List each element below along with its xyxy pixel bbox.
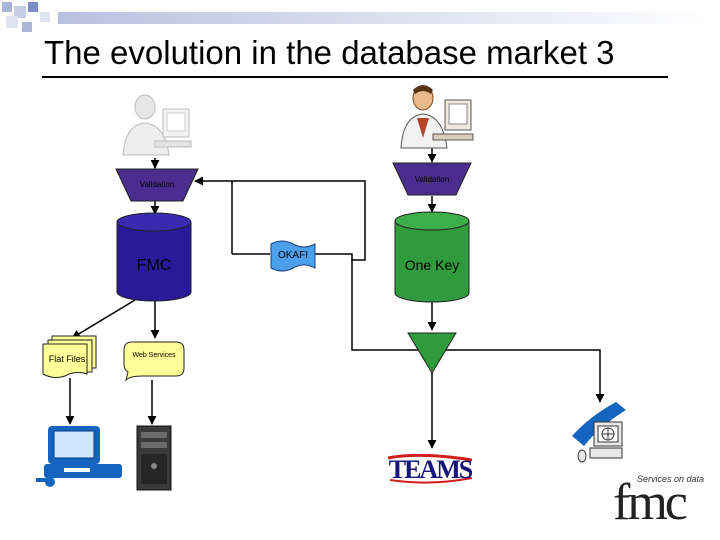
server-tower-icon: [136, 425, 172, 491]
corner-squares-decoration: [2, 2, 50, 32]
validation-label-right: Validation: [414, 175, 450, 184]
flat-files-icon: [42, 335, 97, 379]
okafi-tape-icon: [270, 240, 316, 272]
teams-logo: [387, 453, 473, 484]
header-band: [58, 12, 718, 24]
teams-logo-text: TEAMS: [388, 455, 473, 484]
person-at-desk-icon: [400, 85, 474, 149]
slide-title: The evolution in the database market 3: [44, 34, 615, 71]
flat-files-label: Flat Files: [48, 354, 86, 364]
web-services-shape: [123, 341, 185, 382]
distribution-triangle-shape: [407, 332, 457, 374]
person-at-desk-icon: [122, 94, 192, 156]
fmc-database-label: FMC: [136, 257, 172, 274]
validation-label-left: Validation: [139, 180, 175, 189]
fmc-database-icon: [116, 212, 192, 302]
validation-shape-left: [115, 168, 199, 202]
fmc-logo-text: fmc: [613, 474, 688, 531]
onekey-database-label: One Key: [404, 257, 460, 273]
onekey-database-icon: [394, 211, 470, 303]
network-computer-icon: [572, 402, 626, 463]
web-services-label: Web Services: [132, 352, 176, 359]
validation-shape-right: [392, 162, 472, 196]
title-underline: [42, 76, 668, 78]
desktop-computer-icon: [36, 426, 122, 487]
fmc-logo-tagline: Services on data: [637, 474, 705, 484]
okafi-label: OKAFI: [277, 250, 308, 261]
